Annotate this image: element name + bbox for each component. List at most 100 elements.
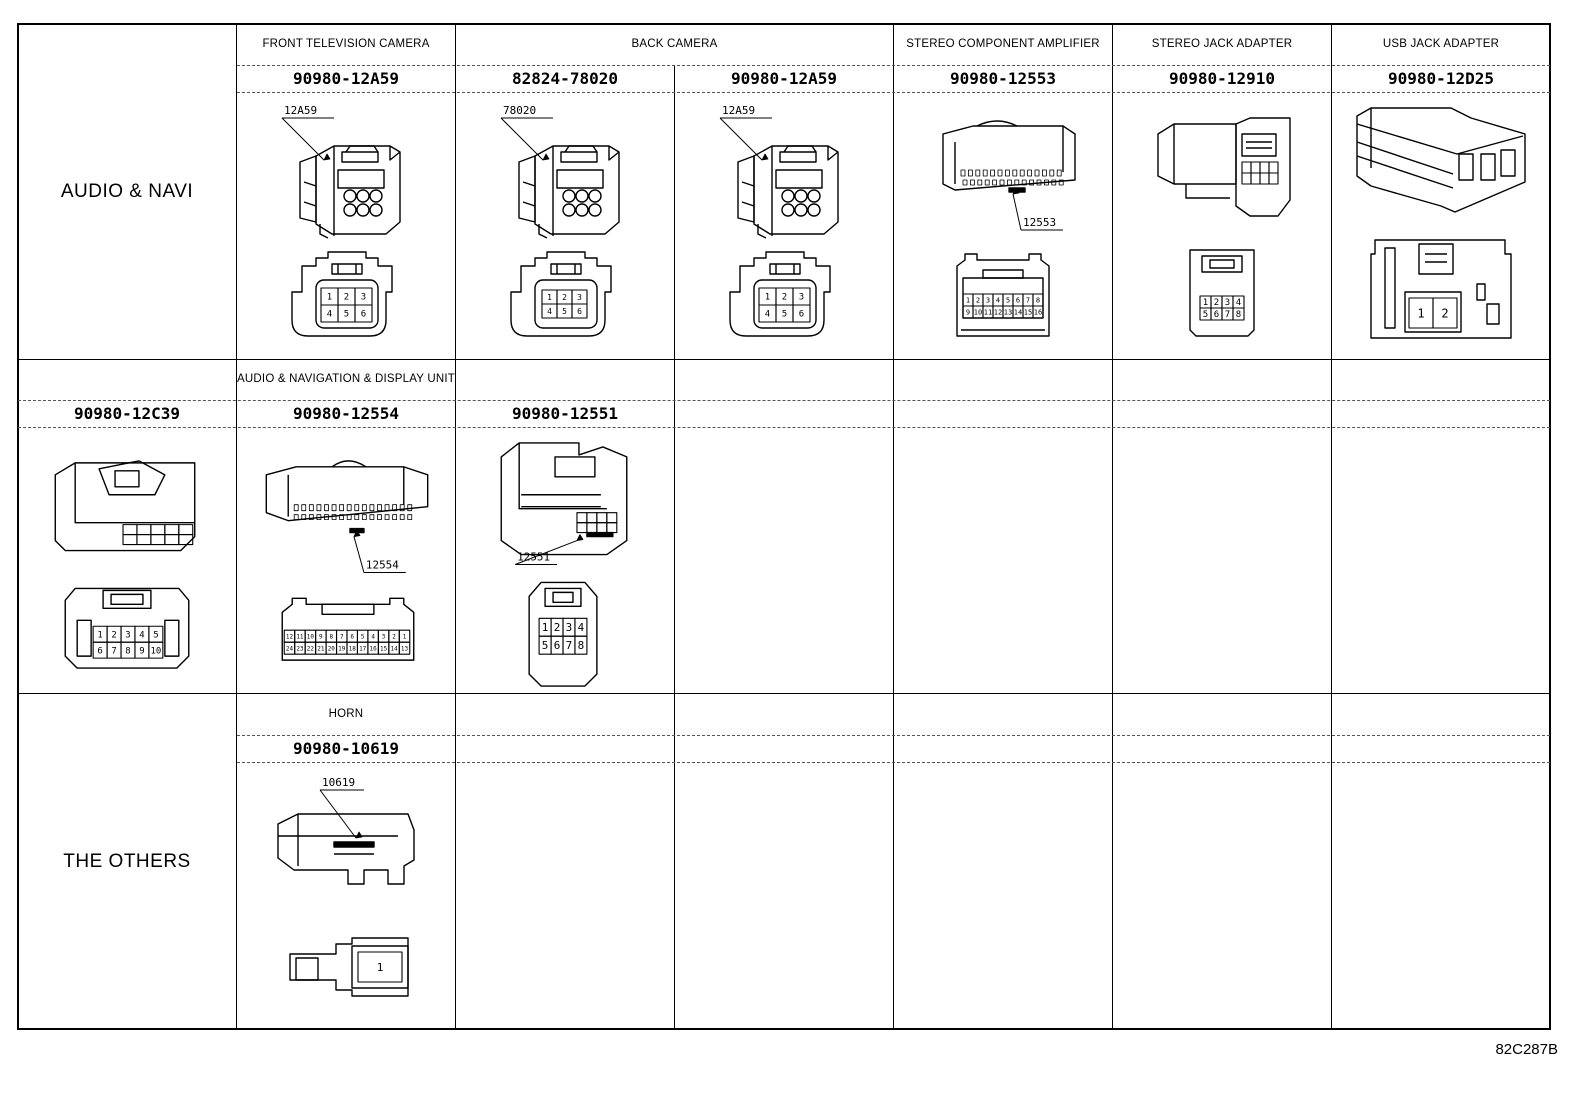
- header-stereo-amp: STEREO COMPONENT AMPLIFIER: [906, 37, 1100, 50]
- pin-number: 9: [966, 309, 970, 317]
- pin-number: 4: [547, 307, 552, 316]
- pin-number: 5: [1006, 297, 1010, 305]
- pin-number: 7: [566, 639, 573, 652]
- pin-number: 1: [1203, 298, 1208, 308]
- header-back-camera: BACK CAMERA: [631, 37, 718, 50]
- row-divider: [237, 735, 1550, 736]
- pin-number: 2: [111, 630, 116, 640]
- pin-number: 9: [139, 646, 144, 656]
- pin-number: 6: [97, 646, 102, 656]
- pin-number: 5: [782, 310, 787, 320]
- row-divider: [18, 693, 1550, 694]
- pin-number: 6: [799, 310, 804, 320]
- pin-number: 4: [1236, 298, 1241, 308]
- pin-number: 16: [1034, 309, 1042, 317]
- col-divider: [1331, 24, 1332, 1029]
- row-divider: [18, 400, 1550, 401]
- pin-number: 2: [392, 633, 396, 640]
- pin-number: 11: [296, 633, 304, 640]
- pin-number: 2: [976, 297, 980, 305]
- pin-number: 5: [361, 633, 365, 640]
- pin-number: 4: [578, 621, 585, 634]
- pin-number: 23: [296, 645, 304, 652]
- pin-number: 17: [359, 645, 367, 652]
- part-number: 90980-10619: [293, 738, 399, 758]
- pin-number: 8: [1036, 297, 1040, 305]
- pin-number: 6: [361, 310, 366, 320]
- pin-number: 9: [319, 633, 323, 640]
- pin-number: 20: [328, 645, 336, 652]
- table-frame: [17, 23, 1551, 1030]
- pin-number: 4: [327, 310, 332, 320]
- diagram-reference-code: 82C287B: [1495, 1041, 1558, 1058]
- row-divider: [237, 92, 1550, 93]
- pin-number: 8: [125, 646, 130, 656]
- pin-number: 3: [577, 293, 582, 302]
- col-divider: [455, 24, 456, 1029]
- pin-number: 2: [562, 293, 567, 302]
- col-divider: [893, 24, 894, 1029]
- pin-number: 19: [338, 645, 346, 652]
- pin-number: 16: [370, 645, 378, 652]
- pin-number: 3: [566, 621, 573, 634]
- pin-number: 5: [153, 630, 158, 640]
- pin-number: 1: [377, 961, 384, 974]
- pin-number: 1: [765, 293, 770, 303]
- group-label-the-others: THE OTHERS: [63, 850, 191, 872]
- pin-number: 10: [307, 633, 315, 640]
- pin-number: 1: [966, 297, 970, 305]
- pin-number: 13: [401, 645, 409, 652]
- pin-number: 14: [1014, 309, 1022, 317]
- part-number: 82824-78020: [512, 68, 618, 88]
- pin-number: 1: [97, 630, 102, 640]
- pin-number: 10: [974, 309, 982, 317]
- pin-number: 6: [1016, 297, 1020, 305]
- pin-number: 8: [330, 633, 334, 640]
- pin-number: 13: [1004, 309, 1012, 317]
- pin-number: 6: [350, 633, 354, 640]
- pin-number: 6: [554, 639, 561, 652]
- part-number: 90980-12D25: [1388, 68, 1494, 88]
- col-divider: [674, 359, 675, 1029]
- pin-number: 4: [996, 297, 1000, 305]
- header-stereo-jack: STEREO JACK ADAPTER: [1151, 37, 1293, 50]
- pin-number: 3: [799, 293, 804, 303]
- pin-number: 24: [286, 645, 294, 652]
- pin-number: 7: [340, 633, 344, 640]
- header-horn: HORN: [328, 707, 364, 720]
- pin-number: 3: [382, 633, 386, 640]
- pin-number: 6: [577, 307, 582, 316]
- part-number: 90980-12553: [950, 68, 1056, 88]
- pin-number: 7: [1225, 310, 1230, 320]
- pin-number: 2: [554, 621, 561, 634]
- part-number: 90980-12A59: [731, 68, 837, 88]
- pin-number: 8: [578, 639, 585, 652]
- row-divider: [237, 762, 1550, 763]
- pin-number: 8: [1236, 310, 1241, 320]
- pin-number: 12: [286, 633, 294, 640]
- pin-number: 11: [984, 309, 992, 317]
- pin-number: 7: [1026, 297, 1030, 305]
- pin-number: 4: [371, 633, 375, 640]
- part-label: 12A59: [722, 104, 755, 117]
- header-front-tv-camera: FRONT TELEVISION CAMERA: [262, 37, 430, 50]
- pin-number: 10: [150, 646, 161, 656]
- pin-number: 1: [547, 293, 552, 302]
- pin-number: 14: [390, 645, 398, 652]
- pin-number: 1: [327, 293, 332, 303]
- pin-number: 22: [307, 645, 315, 652]
- pin-number: 4: [765, 310, 770, 320]
- col-divider: [236, 24, 237, 1029]
- pin-number: 2: [1441, 306, 1448, 320]
- part-label: 12553: [1023, 216, 1056, 229]
- pin-number: 5: [344, 310, 349, 320]
- part-label: 12A59: [284, 104, 317, 117]
